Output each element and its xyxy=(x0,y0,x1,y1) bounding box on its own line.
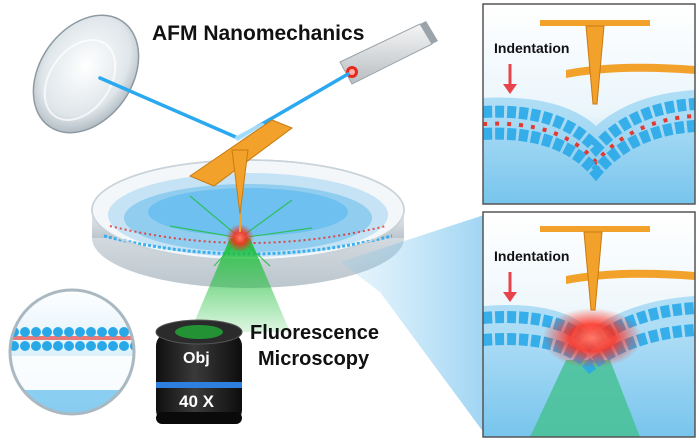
excitation-beam xyxy=(169,195,313,332)
objective-label: Obj xyxy=(183,350,210,367)
cantilever-icon xyxy=(188,119,294,232)
panel-top-indentation-label: Indentation xyxy=(494,40,570,56)
fluorescence-label-line2: Microscopy xyxy=(258,348,370,370)
afm-title: AFM Nanomechanics xyxy=(152,22,365,45)
panel-bottom-indentation-label: Indentation xyxy=(494,248,570,264)
laser-beams xyxy=(98,72,350,141)
inset-ring xyxy=(8,288,136,416)
panel-top xyxy=(483,4,695,204)
fluorescence-label-line1: Fluorescence xyxy=(250,322,379,344)
magnification-cone xyxy=(340,214,487,437)
objective-magnification: 40 X xyxy=(179,392,214,411)
panel-bottom xyxy=(483,212,695,437)
objective-lens-icon xyxy=(155,319,243,424)
mirror-icon xyxy=(32,14,140,134)
